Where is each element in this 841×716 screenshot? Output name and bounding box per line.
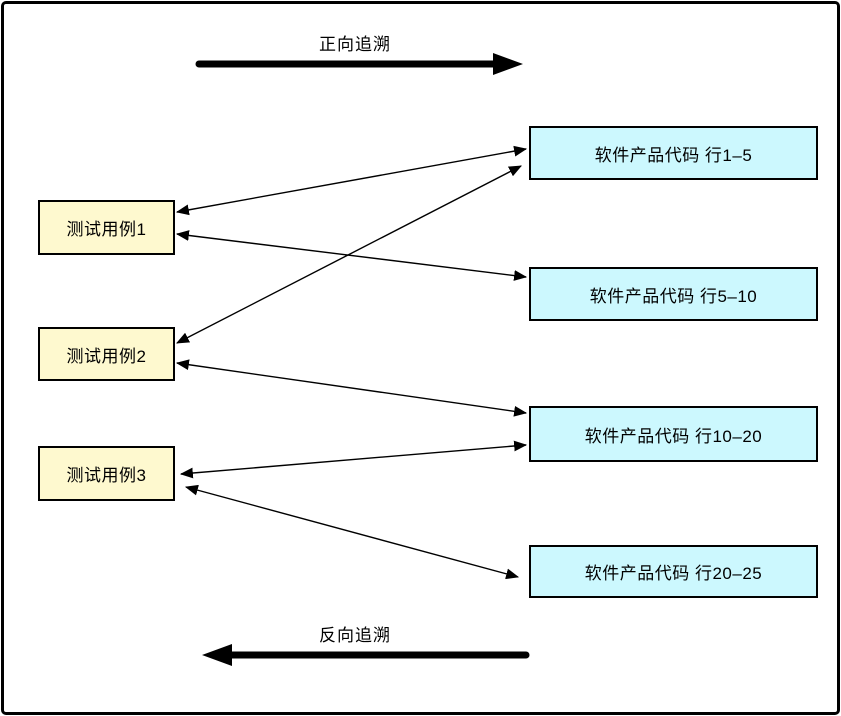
- trace-links: [175, 145, 528, 580]
- node-label: 测试用例2: [66, 346, 147, 366]
- trace-link-tc2-c3: [175, 359, 528, 417]
- trace-link-tc1-c2: [175, 230, 528, 281]
- backward-trace-label: 反向追溯: [319, 626, 391, 645]
- code-block-node: 软件产品代码 行1–5: [529, 126, 818, 180]
- trace-link-tc2-c1: [176, 165, 522, 344]
- code-block-node: 软件产品代码 行10–20: [529, 406, 818, 462]
- test-case-node: 测试用例3: [38, 446, 175, 501]
- backward-trace-arrow: [202, 644, 530, 666]
- node-label: 软件产品代码 行1–5: [594, 145, 753, 165]
- code-block-node: 软件产品代码 行20–25: [529, 545, 818, 598]
- trace-link-tc3-c3: [179, 440, 528, 479]
- trace-link-tc1-c1: [175, 145, 528, 216]
- test-case-node: 测试用例2: [38, 327, 175, 381]
- forward-trace-label: 正向追溯: [319, 35, 391, 54]
- forward-trace-arrow: [195, 53, 523, 75]
- code-block-node: 软件产品代码 行5–10: [529, 267, 818, 321]
- node-label: 软件产品代码 行10–20: [584, 426, 763, 446]
- node-label: 测试用例3: [66, 466, 147, 485]
- trace-link-tc3-c4: [184, 484, 520, 580]
- node-label: 软件产品代码 行5–10: [589, 286, 758, 306]
- test-case-node: 测试用例1: [38, 200, 175, 255]
- node-label: 软件产品代码 行20–25: [584, 564, 763, 583]
- node-label: 测试用例1: [66, 220, 147, 239]
